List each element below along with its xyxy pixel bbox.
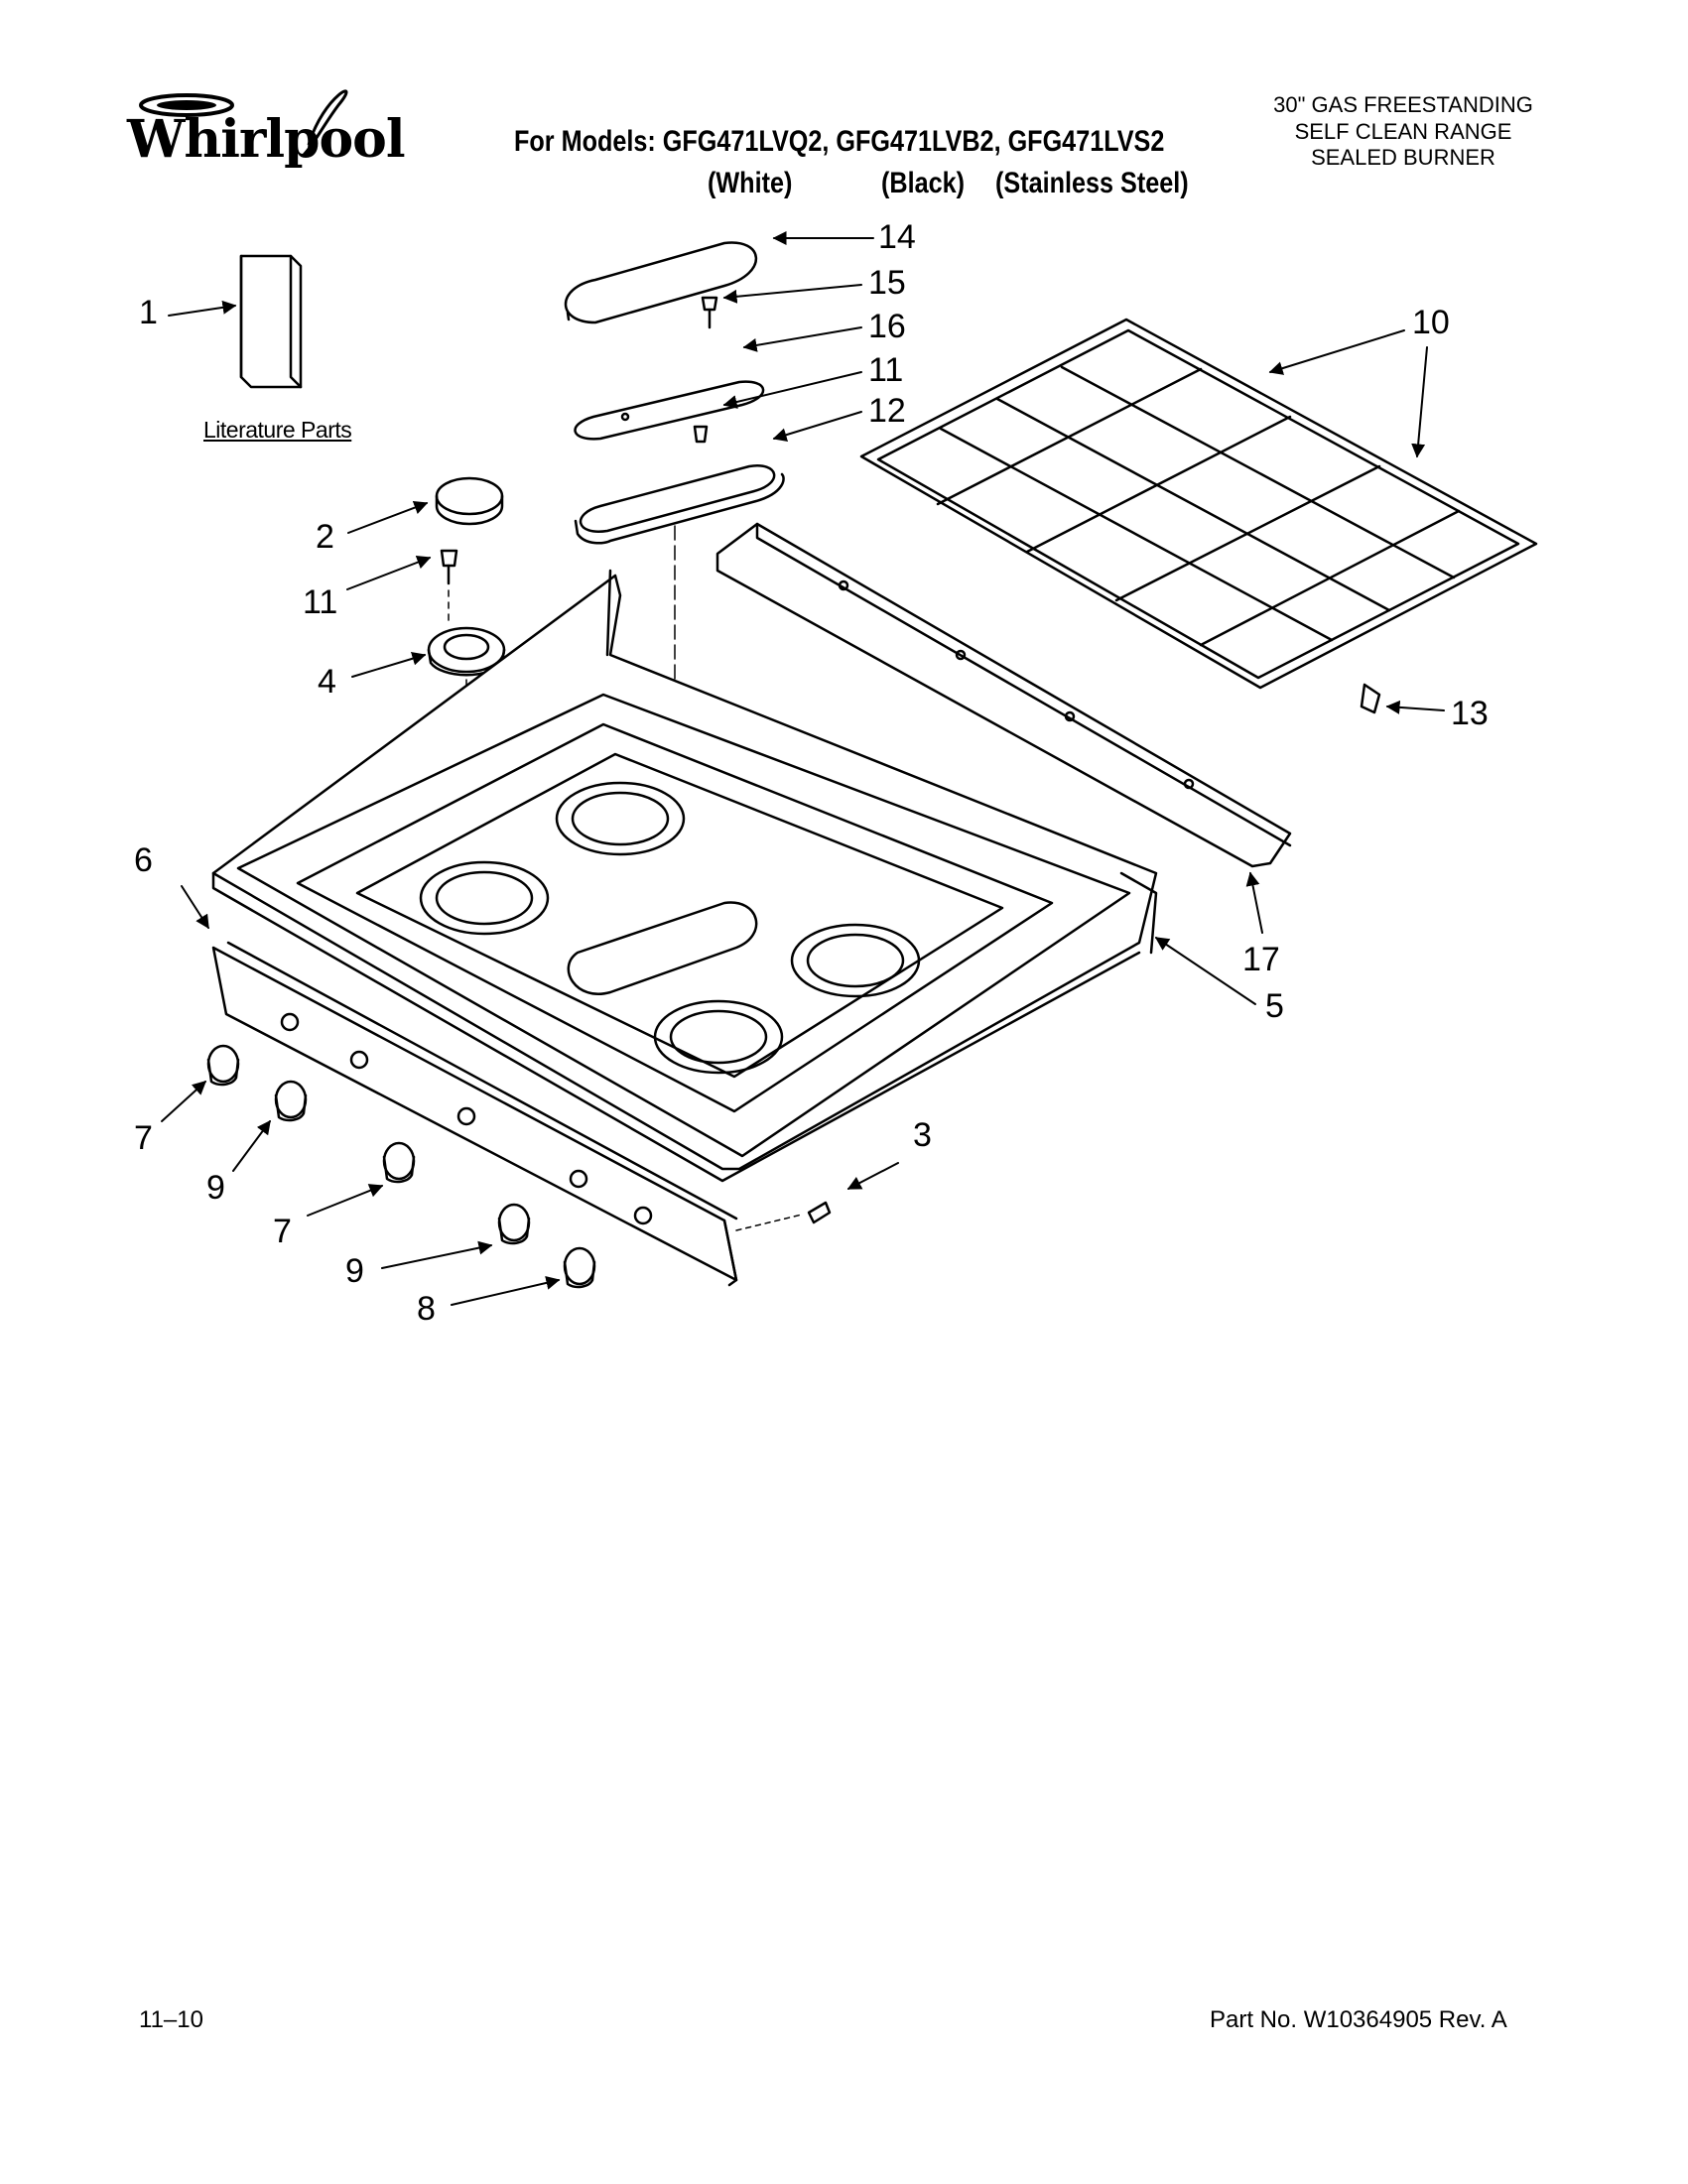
- callout-5: 5: [1265, 987, 1284, 1025]
- burner-grate-part: [859, 318, 1538, 714]
- callout-7-second: 7: [273, 1213, 292, 1250]
- callout-16: 16: [868, 308, 906, 345]
- cooktop-part: [211, 569, 1158, 1183]
- whirlpool-logo: [125, 75, 393, 185]
- callout-9-first: 9: [206, 1169, 225, 1207]
- callout-4: 4: [318, 663, 336, 701]
- logo-swoosh-icon: [139, 89, 348, 157]
- knob-1: [206, 1044, 240, 1087]
- callout-17: 17: [1242, 941, 1280, 978]
- footer-date: 11–10: [139, 2006, 203, 2033]
- callout-3: 3: [913, 1116, 932, 1154]
- product-line-3: SEALED BURNER: [1311, 145, 1495, 170]
- oval-burner-screw-part: [701, 296, 718, 329]
- knob-3: [382, 1141, 416, 1184]
- brand-name: Whirlpool: [127, 109, 406, 170]
- variant-white: (White): [708, 167, 793, 199]
- callout-14: 14: [878, 218, 916, 256]
- literature-parts-label: Literature Parts: [203, 417, 352, 443]
- control-panel-part: [211, 941, 738, 1287]
- callout-7-first: 7: [134, 1119, 153, 1157]
- footer-part-number: Part No. W10364905 Rev. A: [1210, 2006, 1507, 2033]
- product-line-2: SELF CLEAN RANGE: [1294, 119, 1512, 144]
- callout-13: 13: [1451, 695, 1489, 732]
- callout-15: 15: [868, 264, 906, 302]
- product-line-1: 30" GAS FREESTANDING: [1273, 92, 1533, 117]
- callout-12: 12: [868, 392, 906, 430]
- knob-2: [274, 1080, 308, 1122]
- callout-11-right: 11: [868, 351, 904, 389]
- callout-11-left: 11: [303, 583, 338, 621]
- knob-4: [497, 1203, 531, 1245]
- callout-1: 1: [139, 294, 158, 331]
- callout-9-second: 9: [345, 1252, 364, 1290]
- callout-2: 2: [316, 518, 334, 556]
- screw-3-part: [735, 1201, 832, 1231]
- variant-black: (Black): [881, 167, 966, 199]
- callout-8: 8: [417, 1290, 436, 1328]
- oval-burner-gasket-part: [574, 380, 765, 441]
- burner-cap-part: [435, 476, 504, 526]
- burner-base-part: [427, 626, 506, 909]
- literature-booklet: [239, 254, 303, 389]
- callout-6: 6: [134, 841, 153, 879]
- callout-arrows: [161, 231, 1445, 1306]
- rear-trim-part: [715, 522, 1292, 868]
- knob-5: [563, 1246, 596, 1289]
- variant-stainless: (Stainless Steel): [995, 167, 1189, 199]
- callout-10: 10: [1412, 304, 1450, 341]
- screw-left-part: [440, 549, 458, 621]
- oval-burner-cover-part: [564, 241, 758, 324]
- models-line: For Models: GFG471LVQ2, GFG471LVB2, GFG4…: [514, 125, 1165, 158]
